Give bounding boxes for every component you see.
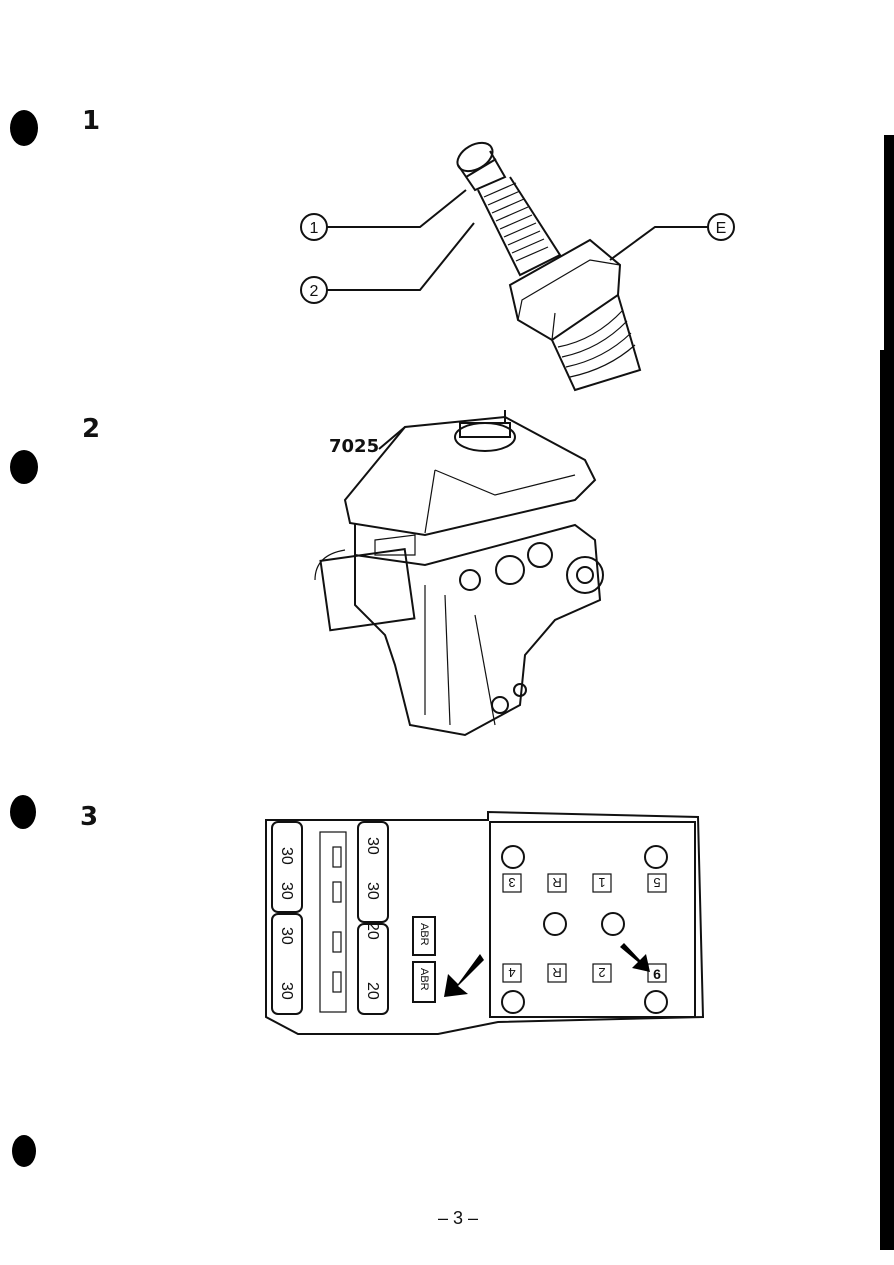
callout-2: 2: [310, 283, 319, 300]
fuse-label: 30: [278, 927, 295, 945]
bleed-screw-illustration: 1 2 E: [300, 141, 735, 392]
punch-hole: [10, 450, 38, 484]
callout-1: 1: [310, 220, 319, 237]
callout-e: E: [716, 220, 727, 237]
figure-number: 1: [82, 106, 101, 136]
fuse-label: 30: [278, 847, 295, 865]
terminal-label: 5: [653, 875, 660, 890]
terminal-label: R: [552, 965, 561, 980]
figure-number: 3: [80, 802, 99, 832]
part-label-7025: 7025: [329, 436, 379, 457]
relay-label: ABR: [418, 968, 430, 991]
terminal-label: 4: [508, 965, 515, 980]
terminal-label: 2: [598, 965, 605, 980]
fuse-label: 30: [278, 882, 295, 900]
relay-label: ABR: [418, 923, 430, 946]
terminal-label: 6: [653, 966, 661, 982]
terminal-label: 1: [598, 875, 605, 890]
fuse-label: 20: [364, 922, 381, 940]
hydraulic-unit-illustration: 7025: [314, 410, 604, 737]
fuse-label: 30: [278, 982, 295, 1000]
fuse-label: 30: [364, 882, 381, 900]
page-number: – 3 –: [438, 1208, 479, 1228]
scan-edge: [880, 350, 894, 1250]
fuse-label: 20: [364, 982, 381, 1000]
terminal-label: 3: [508, 875, 515, 890]
punch-hole: [10, 110, 38, 146]
scan-edge: [884, 135, 894, 375]
arrow-icon: [444, 954, 484, 997]
punch-hole: [10, 795, 36, 829]
punch-hole: [12, 1135, 36, 1167]
terminal-label: R: [552, 875, 561, 890]
figure-number: 2: [82, 414, 101, 444]
arrow-icon: [620, 943, 650, 972]
fuse-label: 30: [364, 837, 381, 855]
relay-box-illustration: 30 30 30 30 30 30 20 20 ABR ABR 3 R 1 5 …: [265, 810, 705, 1035]
